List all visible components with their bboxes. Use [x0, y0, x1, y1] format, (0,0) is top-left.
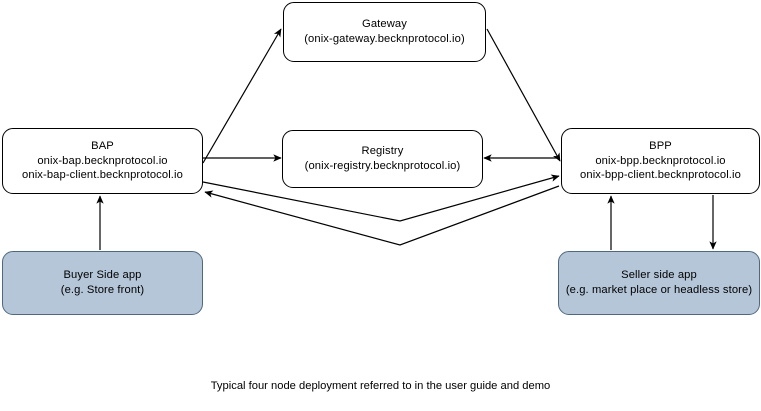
node-bpp-title: BPP — [649, 139, 672, 152]
node-gateway-title: Gateway — [362, 18, 407, 31]
diagram-caption: Typical four node deployment referred to… — [210, 380, 551, 392]
node-seller-side-app-title: Seller side app — [621, 269, 697, 282]
edge-bpp-to-bap — [204, 185, 560, 246]
node-buyer-side-app-title: Buyer Side app — [63, 269, 142, 282]
node-registry[interactable]: Registry (onix-registry.becknprotocol.io… — [282, 130, 483, 188]
node-bap-subtitle: onix-bap.becknprotocol.io — [37, 154, 168, 167]
node-registry-title: Registry — [361, 145, 404, 158]
node-seller-side-app-subtitle: (e.g. market place or headless store) — [565, 284, 753, 296]
node-seller-side-app[interactable]: Seller side app (e.g. market place or he… — [558, 251, 760, 315]
edge-gateway-to-bpp — [486, 28, 561, 162]
node-gateway-subtitle: (onix-gateway.becknprotocol.io) — [304, 33, 465, 45]
node-buyer-side-app[interactable]: Buyer Side app (e.g. Store front) — [2, 251, 203, 315]
node-bpp-subtitle: onix-bpp.becknprotocol.io — [595, 154, 726, 167]
node-bap[interactable]: BAP onix-bap.becknprotocol.io onix-bap-c… — [2, 128, 203, 194]
node-bpp[interactable]: BPP onix-bpp.becknprotocol.io onix-bpp-c… — [561, 128, 760, 194]
node-buyer-side-app-subtitle: (e.g. Store front) — [60, 284, 145, 296]
node-gateway[interactable]: Gateway (onix-gateway.becknprotocol.io) — [283, 2, 486, 62]
node-bap-title: BAP — [91, 139, 114, 152]
node-registry-subtitle: (onix-registry.becknprotocol.io) — [304, 160, 461, 172]
edge-bap-to-gateway — [202, 28, 282, 164]
node-bap-subtitle-client: onix-bap-client.becknprotocol.io — [22, 169, 183, 182]
node-bpp-subtitle-client: onix-bpp-client.becknprotocol.io — [580, 169, 741, 182]
